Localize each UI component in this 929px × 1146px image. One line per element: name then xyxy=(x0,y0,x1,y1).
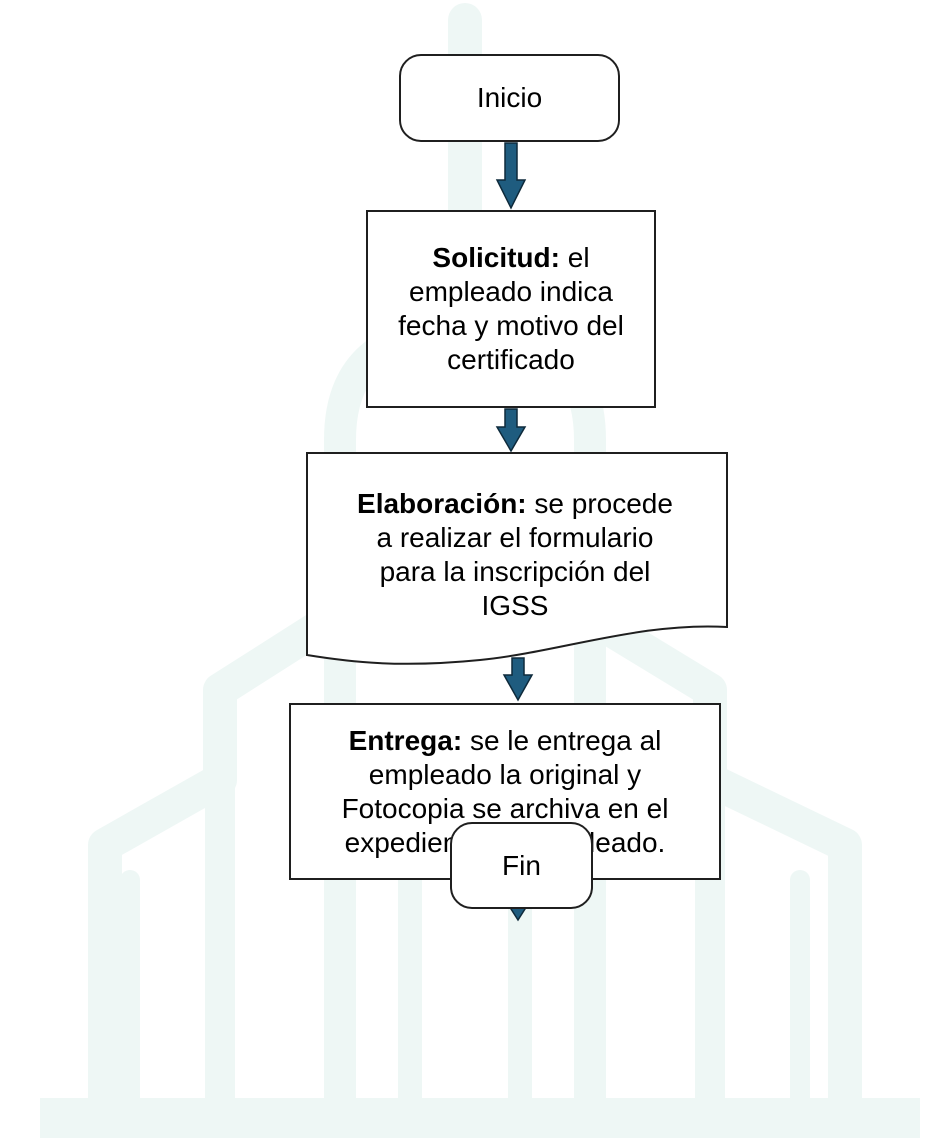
step-elaboracion-text: Elaboración: se procede a realizar el fo… xyxy=(357,487,673,623)
step-line: para la inscripción del xyxy=(379,556,651,587)
down-arrow-icon xyxy=(495,142,527,210)
step-line: fecha y motivo del xyxy=(398,310,624,341)
step-line: se procede xyxy=(534,488,673,519)
step-line: a realizar el formulario xyxy=(376,522,654,553)
step-title: Entrega: xyxy=(348,724,463,756)
start-label: Inicio xyxy=(476,82,543,113)
step-line: certificado xyxy=(447,344,575,375)
step-elaboracion: Elaboración: se procede a realizar el fo… xyxy=(312,455,718,655)
down-arrow-icon xyxy=(495,408,527,453)
step-solicitud: Solicitud: el empleado indica fecha y mo… xyxy=(366,210,656,408)
step-line: IGSS xyxy=(481,590,549,621)
step-title: Elaboración: xyxy=(357,488,527,519)
step-line: Fotocopia se archiva en el xyxy=(341,792,669,824)
step-solicitud-text: Solicitud: el empleado indica fecha y mo… xyxy=(398,241,624,377)
step-line: el xyxy=(567,242,590,273)
step-line: empleado indica xyxy=(409,276,613,307)
end-label: Fin xyxy=(502,849,541,881)
step-title: Solicitud: xyxy=(432,242,560,273)
down-arrow-icon xyxy=(502,657,534,702)
step-line: se le entrega al xyxy=(469,724,662,756)
start-node: Inicio xyxy=(399,54,620,142)
end-node: Fin xyxy=(450,822,593,909)
step-line: empleado la original y xyxy=(368,758,642,790)
